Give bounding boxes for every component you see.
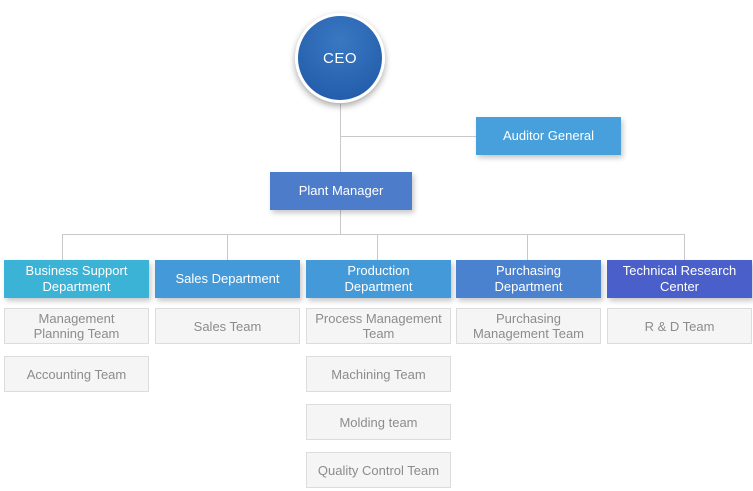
team-machining: Machining Team <box>306 356 451 392</box>
team-accounting: Accounting Team <box>4 356 149 392</box>
connector-drop-sales <box>227 234 228 260</box>
team-purchasing-management: Purchasing Management Team <box>456 308 601 344</box>
department-business-support: Business Support Department <box>4 260 149 298</box>
department-technical-research: Technical Research Center <box>607 260 752 298</box>
team-rnd: R & D Team <box>607 308 752 344</box>
connector-drop-production <box>377 234 378 260</box>
connector-ceo-to-plant <box>340 104 341 172</box>
team-molding: Molding team <box>306 404 451 440</box>
team-quality-control: Quality Control Team <box>306 452 451 488</box>
plant-manager-node: Plant Manager <box>270 172 412 210</box>
connector-branch-auditor <box>340 136 476 137</box>
connector-drop-purchasing <box>527 234 528 260</box>
ceo-node: CEO <box>295 13 385 103</box>
plant-manager-label: Plant Manager <box>298 183 384 198</box>
department-sales: Sales Department <box>155 260 300 298</box>
team-management-planning: Management Planning Team <box>4 308 149 344</box>
auditor-general-label: Auditor General <box>502 128 595 143</box>
ceo-label: CEO <box>322 49 357 67</box>
auditor-general-node: Auditor General <box>476 117 621 155</box>
connector-spine <box>62 234 685 235</box>
department-purchasing: Purchasing Department <box>456 260 601 298</box>
connector-drop-technical <box>684 234 685 260</box>
team-sales: Sales Team <box>155 308 300 344</box>
connector-plant-to-spine <box>340 210 341 235</box>
department-production: Production Department <box>306 260 451 298</box>
team-process-management: Process Management Team <box>306 308 451 344</box>
connector-drop-business-support <box>62 234 63 260</box>
